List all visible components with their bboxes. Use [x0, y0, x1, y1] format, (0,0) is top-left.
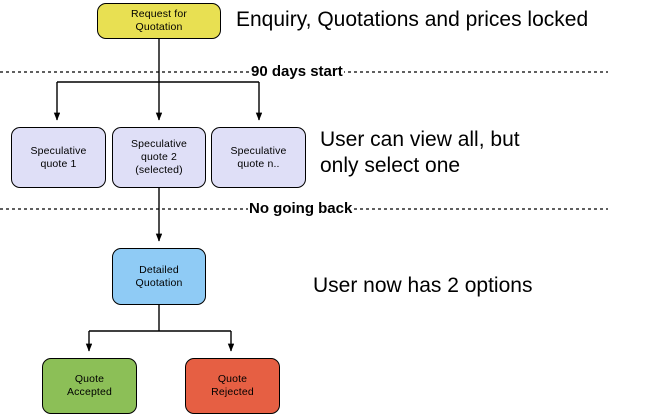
- connector-rfq-to-speculative: [53, 39, 263, 121]
- node-label: Quote Accepted: [67, 373, 112, 398]
- node-speculative-quote-2[interactable]: Speculative quote 2 (selected): [112, 127, 206, 188]
- node-label: Speculative quote n..: [230, 144, 287, 170]
- node-speculative-quote-1[interactable]: Speculative quote 1: [11, 127, 106, 188]
- node-request-for-quotation[interactable]: Request for Quotation: [97, 3, 221, 39]
- node-quote-accepted[interactable]: Quote Accepted: [42, 358, 137, 414]
- note-user-now-has-2-options: User now has 2 options: [313, 274, 533, 297]
- node-speculative-quote-n[interactable]: Speculative quote n..: [211, 127, 306, 188]
- node-label: Request for Quotation: [131, 8, 187, 33]
- note-user-can-view-all: User can view all, but only select one: [320, 128, 520, 177]
- node-label: Detailed Quotation: [135, 263, 183, 289]
- phase-label-90-days-start: 90 days start: [250, 63, 344, 80]
- node-quote-rejected[interactable]: Quote Rejected: [185, 358, 280, 414]
- phase-label-no-going-back: No going back: [248, 200, 354, 217]
- note-enquiry-quotations-prices-locked: Enquiry, Quotations and prices locked: [236, 8, 589, 31]
- connector-detailed-to-outcomes: [85, 305, 235, 352]
- node-label: Speculative quote 1: [30, 144, 87, 170]
- node-detailed-quotation[interactable]: Detailed Quotation: [112, 248, 206, 305]
- node-label: Quote Rejected: [211, 373, 254, 398]
- node-label: Speculative quote 2 (selected): [131, 138, 187, 176]
